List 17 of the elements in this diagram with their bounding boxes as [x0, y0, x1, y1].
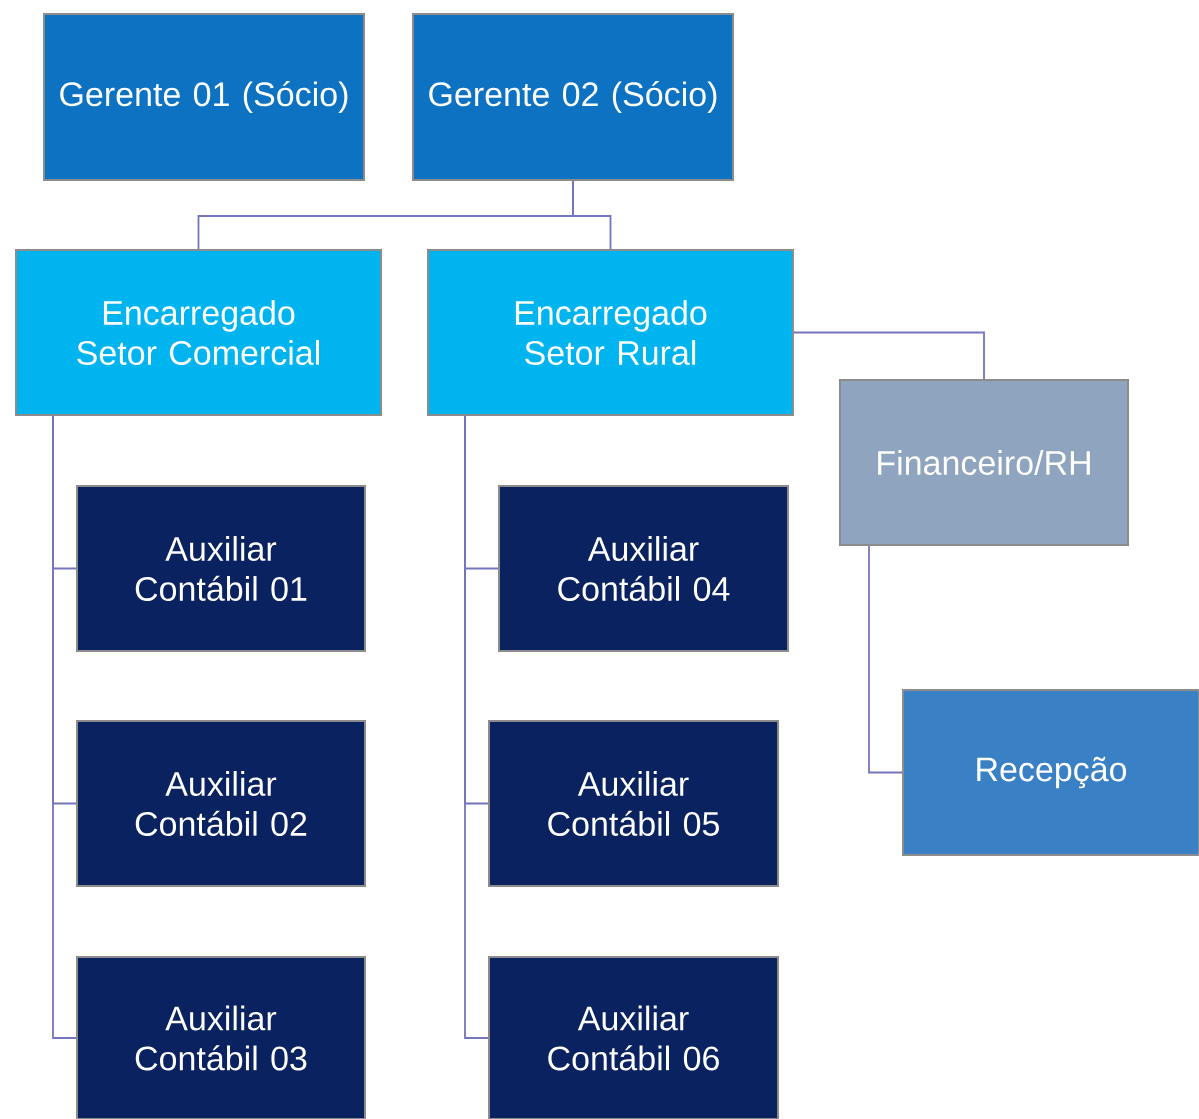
department-box: Recepção: [902, 689, 1199, 856]
assistant-box: Auxiliar Contábil 05: [488, 720, 779, 887]
department-box: Financeiro/RH: [839, 379, 1129, 546]
assistant-box: Auxiliar Contábil 02: [76, 720, 366, 887]
connector-line: [793, 331, 985, 380]
assistant-box: Auxiliar Contábil 06: [488, 956, 779, 1119]
manager-box: Gerente 01 (Sócio): [43, 13, 365, 181]
manager-box: Gerente 02 (Sócio): [412, 13, 734, 181]
supervisor-box: Encarregado Setor Comercial: [15, 249, 382, 416]
connector-line: [572, 180, 612, 250]
assistant-box: Auxiliar Contábil 04: [498, 485, 789, 652]
connector-line: [52, 415, 77, 1039]
assistant-box: Auxiliar Contábil 01: [76, 485, 366, 652]
assistant-box: Auxiliar Contábil 03: [76, 956, 366, 1119]
connector-line: [464, 415, 489, 1039]
connector-line: [868, 545, 903, 774]
supervisor-box: Encarregado Setor Rural: [427, 249, 794, 416]
